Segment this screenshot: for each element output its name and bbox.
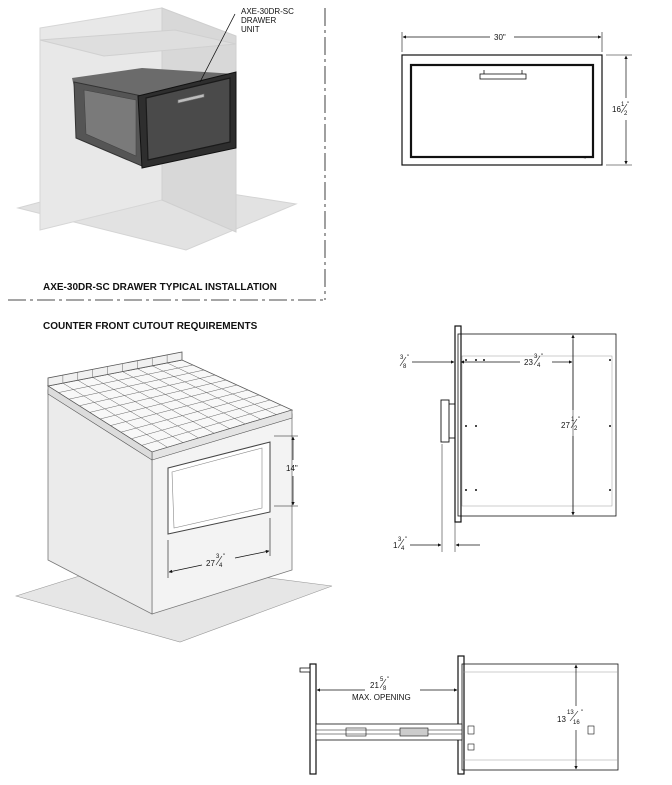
side-view-figure: 23 3 4 " 3 8 " 27 1 2 " 1	[393, 325, 617, 552]
front-height-dimension: 16 1 2 "	[612, 102, 629, 117]
svg-text:1: 1	[621, 102, 625, 108]
svg-text:16: 16	[573, 720, 580, 726]
svg-text:2: 2	[574, 426, 578, 432]
installation-caption: AXE-30DR-SC DRAWER TYPICAL INSTALLATION	[43, 282, 277, 293]
svg-text:8: 8	[383, 686, 387, 692]
svg-text:5: 5	[380, 677, 384, 683]
svg-text:27: 27	[206, 559, 215, 568]
front-handle	[479, 73, 527, 80]
svg-text:13: 13	[567, 710, 574, 716]
front-width-dimension: 30"	[494, 33, 506, 42]
svg-text:~: ~	[583, 156, 586, 162]
svg-text:": "	[223, 554, 225, 560]
open-opening-dimension: 21 5 8 " MAX. OPENING	[352, 677, 411, 702]
svg-text:3: 3	[400, 355, 404, 361]
max-opening-label: MAX. OPENING	[352, 693, 411, 702]
svg-text:1: 1	[571, 417, 575, 423]
svg-text:": "	[387, 677, 389, 683]
side-height-dimension: 27 1 2 "	[561, 417, 580, 432]
svg-text:": "	[405, 537, 407, 543]
svg-text:": "	[627, 102, 629, 108]
svg-text:8: 8	[403, 364, 407, 370]
side-bezel-dimension: 1 3 4 "	[393, 537, 407, 552]
callout-model: AXE-30DR-SC	[241, 7, 294, 16]
svg-text:4: 4	[537, 363, 541, 369]
callout-drawer: DRAWER	[241, 16, 276, 25]
svg-text:4: 4	[219, 563, 223, 569]
svg-text:3: 3	[216, 554, 220, 560]
svg-text:4: 4	[401, 546, 405, 552]
svg-text:2: 2	[624, 111, 628, 117]
cutout-width-dimension: 27 3 4 "	[206, 554, 225, 569]
svg-text:23: 23	[524, 358, 533, 367]
cutout-title: COUNTER FRONT CUTOUT REQUIREMENTS	[43, 321, 258, 332]
svg-text:1: 1	[393, 541, 398, 550]
side-depth-dimension: 23 3 4 "	[524, 354, 543, 369]
cutout-figure: 14" 27 3 4 "	[14, 351, 333, 643]
side-front-thickness-dimension: 3 8 "	[399, 355, 409, 370]
callout-leader	[199, 13, 236, 83]
side-handle	[440, 399, 450, 443]
svg-text:16: 16	[612, 105, 621, 114]
svg-text:3: 3	[398, 537, 402, 543]
cutout-height-dimension: 14"	[286, 464, 298, 473]
open-view-figure: 21 5 8 " MAX. OPENING 13 13 16 "	[299, 655, 619, 775]
svg-text:": "	[581, 710, 583, 716]
svg-text:3: 3	[534, 354, 538, 360]
open-height-dimension: 13 13 16 "	[557, 710, 583, 726]
svg-text:": "	[578, 417, 580, 423]
svg-text:21: 21	[370, 681, 379, 690]
svg-text:": "	[541, 354, 543, 360]
typical-installation-figure: AXE-30DR-SC DRAWER UNIT AXE-30DR-SC DRAW…	[8, 7, 326, 301]
callout-unit: UNIT	[241, 25, 260, 34]
svg-text:": "	[407, 355, 409, 361]
front-view-figure: ~ 30" 16 1 2 "	[401, 32, 632, 166]
svg-text:27: 27	[561, 421, 570, 430]
svg-text:13: 13	[557, 715, 566, 724]
